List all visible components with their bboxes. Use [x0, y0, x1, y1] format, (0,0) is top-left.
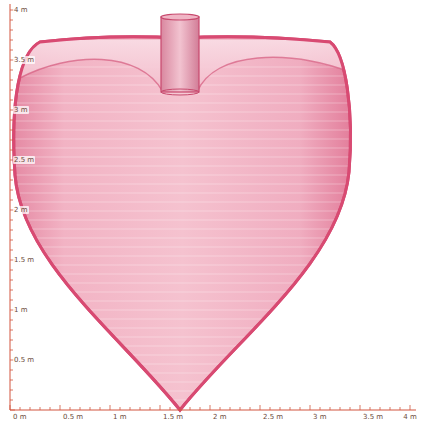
tick-mark	[200, 407, 201, 410]
tick-mark	[10, 220, 13, 221]
axis-label: 4 m	[13, 6, 29, 14]
tick-mark	[10, 405, 11, 410]
tick-mark	[10, 370, 13, 371]
tick-mark	[100, 407, 101, 410]
tick-mark	[380, 407, 381, 410]
tick-mark	[10, 140, 13, 141]
tick-mark	[320, 407, 321, 410]
tick-mark	[10, 170, 13, 171]
tick-mark	[20, 407, 21, 410]
axis-label: 1 m	[112, 413, 128, 421]
tick-mark	[190, 407, 191, 410]
tick-mark	[10, 390, 13, 391]
axis-label: 3.5 m	[13, 56, 35, 64]
tick-mark	[10, 380, 13, 381]
axis-label: 2 m	[212, 413, 228, 421]
tick-mark	[10, 230, 13, 231]
tick-mark	[50, 407, 51, 410]
tick-mark	[10, 300, 13, 301]
tick-mark	[240, 407, 241, 410]
axis-label: 3 m	[312, 413, 328, 421]
tick-mark	[10, 240, 13, 241]
tick-mark	[310, 405, 311, 410]
axes	[10, 4, 416, 410]
tick-mark	[30, 407, 31, 410]
tick-mark	[180, 407, 181, 410]
tick-mark	[80, 407, 81, 410]
tick-mark	[250, 407, 251, 410]
axis-label: 0.5 m	[62, 413, 84, 421]
inlet-tube	[161, 14, 199, 95]
tick-mark	[60, 405, 61, 410]
tick-mark	[300, 407, 301, 410]
axis-label: 0 m	[12, 413, 28, 421]
tick-mark	[10, 350, 13, 351]
tick-mark	[10, 100, 13, 101]
axis-label: 4 m	[402, 413, 418, 421]
tick-mark	[330, 407, 331, 410]
tick-mark	[10, 200, 13, 201]
tick-mark	[120, 407, 121, 410]
axis-label: 2.5 m	[13, 156, 35, 164]
tick-mark	[70, 407, 71, 410]
axis-label: 2.5 m	[262, 413, 284, 421]
tick-mark	[10, 30, 13, 31]
tick-mark	[10, 400, 13, 401]
axis-label: 3.5 m	[362, 413, 384, 421]
tick-mark	[230, 407, 231, 410]
tick-mark	[130, 407, 131, 410]
axis-label: 0.5 m	[13, 356, 35, 364]
tick-mark	[10, 70, 13, 71]
tick-mark	[340, 407, 341, 410]
tick-mark	[10, 250, 13, 251]
axis-label: 1 m	[13, 306, 29, 314]
tick-mark	[10, 130, 13, 131]
tick-mark	[10, 340, 13, 341]
tick-mark	[270, 407, 271, 410]
tick-mark	[10, 320, 13, 321]
axis-label: 3 m	[13, 106, 29, 114]
tick-mark	[10, 40, 13, 41]
tick-mark	[260, 405, 261, 410]
tick-mark	[10, 190, 13, 191]
tick-mark	[280, 407, 281, 410]
tick-mark	[210, 405, 211, 410]
tick-mark	[170, 407, 171, 410]
tick-mark	[10, 290, 13, 291]
tick-mark	[10, 330, 13, 331]
tick-mark	[40, 407, 41, 410]
tick-mark	[10, 410, 15, 411]
tick-mark	[10, 180, 13, 181]
tick-mark	[10, 150, 13, 151]
tick-mark	[10, 270, 13, 271]
axis-label: 1.5 m	[13, 256, 35, 264]
tick-mark	[160, 405, 161, 410]
tick-mark	[140, 407, 141, 410]
tick-mark	[10, 120, 13, 121]
tick-mark	[370, 407, 371, 410]
tick-mark	[360, 405, 361, 410]
tick-mark	[10, 50, 13, 51]
tick-mark	[150, 407, 151, 410]
tick-mark	[10, 280, 13, 281]
tick-mark	[10, 90, 13, 91]
tick-mark	[400, 407, 401, 410]
tick-mark	[390, 407, 391, 410]
tick-mark	[410, 405, 411, 410]
axis-label: 1.5 m	[162, 413, 184, 421]
tick-mark	[10, 80, 13, 81]
tick-mark	[110, 405, 111, 410]
tick-mark	[10, 20, 13, 21]
axis-label: 2 m	[13, 206, 29, 214]
tick-mark	[220, 407, 221, 410]
tick-mark	[350, 407, 351, 410]
tick-mark	[90, 407, 91, 410]
tick-mark	[290, 407, 291, 410]
